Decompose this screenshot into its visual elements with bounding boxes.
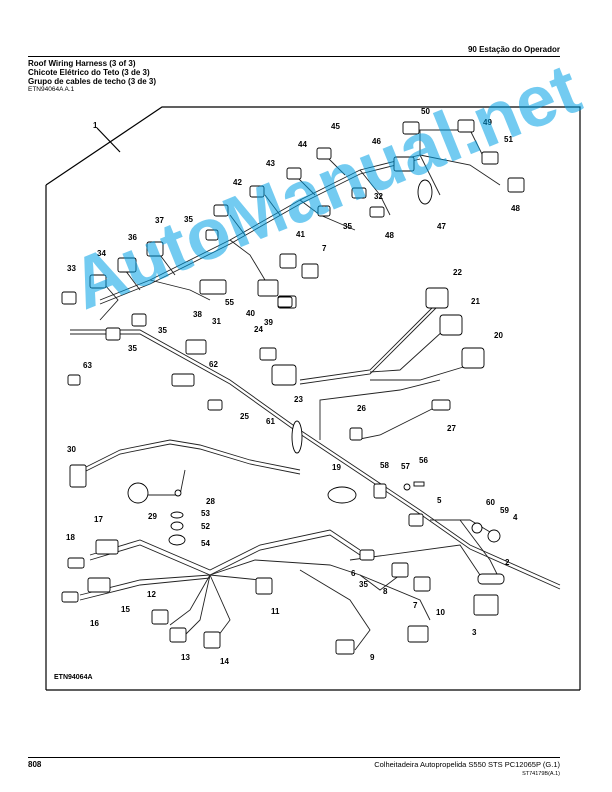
callout-56: 56 <box>419 456 428 465</box>
callout-32: 32 <box>374 192 383 201</box>
callout-24: 24 <box>254 325 263 334</box>
callout-43: 43 <box>266 159 275 168</box>
callout-4: 4 <box>513 513 518 522</box>
callout-48a: 48 <box>385 231 394 240</box>
callout-35e: 35 <box>359 580 368 589</box>
harness-outline <box>45 106 581 691</box>
reference-code: ETN94064A A.1 <box>28 86 75 93</box>
callout-54: 54 <box>201 539 210 548</box>
callout-60: 60 <box>486 498 495 507</box>
header-rule <box>28 56 560 57</box>
callout-8: 8 <box>383 587 388 596</box>
callout-17: 17 <box>94 515 103 524</box>
callout-53: 53 <box>201 509 210 518</box>
callout-6: 6 <box>351 569 356 578</box>
callout-11: 11 <box>271 607 280 616</box>
callout-7b: 7 <box>413 601 418 610</box>
callout-12: 12 <box>147 590 156 599</box>
callout-39: 39 <box>264 318 273 327</box>
figure-label: ETN94064A <box>54 674 93 681</box>
callout-36: 36 <box>128 233 137 242</box>
callout-16: 16 <box>90 619 99 628</box>
callout-35a: 35 <box>184 215 193 224</box>
callout-29: 29 <box>148 512 157 521</box>
section-title: 90 Estação do Operador <box>467 45 560 54</box>
title-portuguese: Chicote Elétrico do Teto (3 de 3) <box>28 68 150 77</box>
callout-26: 26 <box>357 404 366 413</box>
callout-15: 15 <box>121 605 130 614</box>
callout-3: 3 <box>472 628 477 637</box>
callout-13: 13 <box>181 653 190 662</box>
callout-28: 28 <box>206 497 215 506</box>
callout-7a: 7 <box>322 244 327 253</box>
callout-59: 59 <box>500 506 509 515</box>
connector-shapes <box>61 119 525 655</box>
callout-numbers: 1 2 3 4 5 6 7 7 7 8 9 10 11 12 13 14 15 … <box>66 107 520 666</box>
callout-2: 2 <box>505 558 510 567</box>
callout-55: 55 <box>225 298 234 307</box>
callout-48b: 48 <box>511 204 520 213</box>
footer-rule <box>28 757 560 758</box>
callout-18: 18 <box>66 533 75 542</box>
callout-50: 50 <box>421 107 430 116</box>
callout-35b: 35 <box>343 222 352 231</box>
callout-38: 38 <box>193 310 202 319</box>
callout-46: 46 <box>372 137 381 146</box>
callout-27: 27 <box>447 424 456 433</box>
callout-45: 45 <box>331 122 340 131</box>
callout-63: 63 <box>83 361 92 370</box>
footer-text: Colheitadeira Autopropelida S550 STS PC1… <box>374 760 560 769</box>
callout-52: 52 <box>201 522 210 531</box>
callout-25a: 25 <box>240 412 249 421</box>
callout-22: 22 <box>453 268 462 277</box>
title-spanish: Grupo de cables de techo (3 de 3) <box>28 77 157 86</box>
callout-31: 31 <box>212 317 221 326</box>
callout-35d: 35 <box>128 344 137 353</box>
callout-37: 37 <box>155 216 164 225</box>
callout-41: 41 <box>296 230 305 239</box>
callout-61: 61 <box>266 417 275 426</box>
callout-44: 44 <box>298 140 307 149</box>
callout-51: 51 <box>504 135 513 144</box>
callout-58: 58 <box>380 461 389 470</box>
callout-49: 49 <box>483 118 492 127</box>
title-english: Roof Wiring Harness (3 of 3) <box>28 59 136 68</box>
callout-34: 34 <box>97 249 106 258</box>
callout-5: 5 <box>437 496 442 505</box>
callout-9: 9 <box>370 653 375 662</box>
callout-14: 14 <box>220 657 229 666</box>
callout-30: 30 <box>67 445 76 454</box>
callout-62: 62 <box>209 360 218 369</box>
callout-1: 1 <box>93 121 98 130</box>
callout-40: 40 <box>246 309 255 318</box>
callout-23: 23 <box>294 395 303 404</box>
page-number: 808 <box>28 760 42 769</box>
callout-20: 20 <box>494 331 503 340</box>
callout-47: 47 <box>437 222 446 231</box>
callout-35c: 35 <box>158 326 167 335</box>
callout-57: 57 <box>401 462 410 471</box>
callout-19: 19 <box>332 463 341 472</box>
callout-21: 21 <box>471 297 480 306</box>
callout-10: 10 <box>436 608 445 617</box>
footer-code: ST74179B(A.1) <box>522 771 560 777</box>
callout-42: 42 <box>233 178 242 187</box>
callout-33: 33 <box>67 264 76 273</box>
